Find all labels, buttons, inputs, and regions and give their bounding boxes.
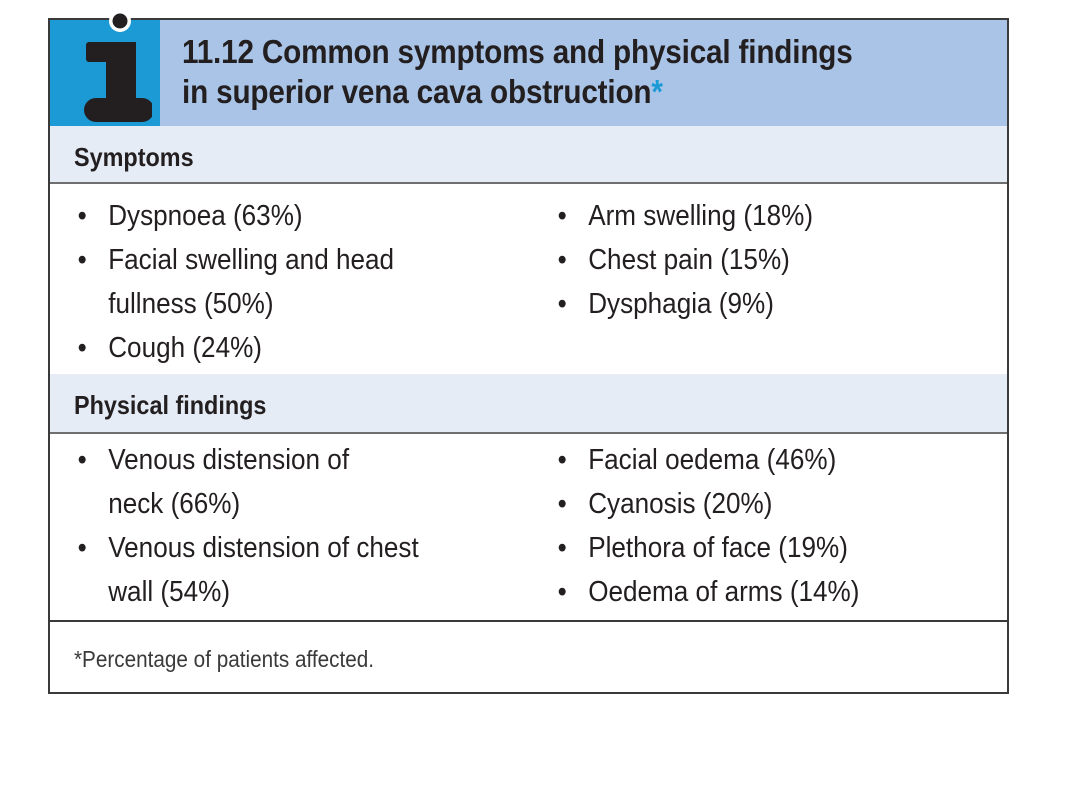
section-heading-physical-findings: Physical findings [50, 374, 1007, 434]
list-item: Arm swelling (18%) [554, 194, 813, 238]
list-item: Plethora of face (19%) [554, 526, 859, 570]
footnote: *Percentage of patients affected. [74, 646, 374, 672]
list-item: Oedema of arms (14%) [554, 570, 860, 614]
list-item: Cyanosis (20%) [554, 482, 859, 526]
title-asterisk: * [651, 73, 663, 110]
box-header: 11.12 Common symptoms and physical findi… [50, 10, 1007, 126]
title-line-1: 11.12 Common symptoms and physical findi… [182, 33, 853, 70]
section-heading-symptoms: Symptoms [50, 126, 1007, 184]
info-box: 11.12 Common symptoms and physical findi… [48, 10, 1009, 694]
box-title: 11.12 Common symptoms and physical findi… [182, 32, 911, 112]
list-item: Cough (24%) [74, 326, 394, 370]
list-item: Dysphagia (9%) [554, 282, 813, 326]
list-item: Chest pain (15%) [554, 238, 813, 282]
findings-list-right: Facial oedema (46%) Cyanosis (20%) Pleth… [554, 438, 893, 614]
footer-divider [50, 620, 1007, 622]
symptoms-list-right: Arm swelling (18%) Chest pain (15%) Dysp… [554, 194, 842, 326]
list-item: Dyspnoea (63%) [74, 194, 394, 238]
list-item: Facial oedema (46%) [554, 438, 859, 482]
info-icon [84, 10, 152, 122]
symptoms-list-left: Dyspnoea (63%) Facial swelling and headf… [74, 194, 430, 370]
title-line-2: in superior vena cava obstruction [182, 73, 652, 110]
